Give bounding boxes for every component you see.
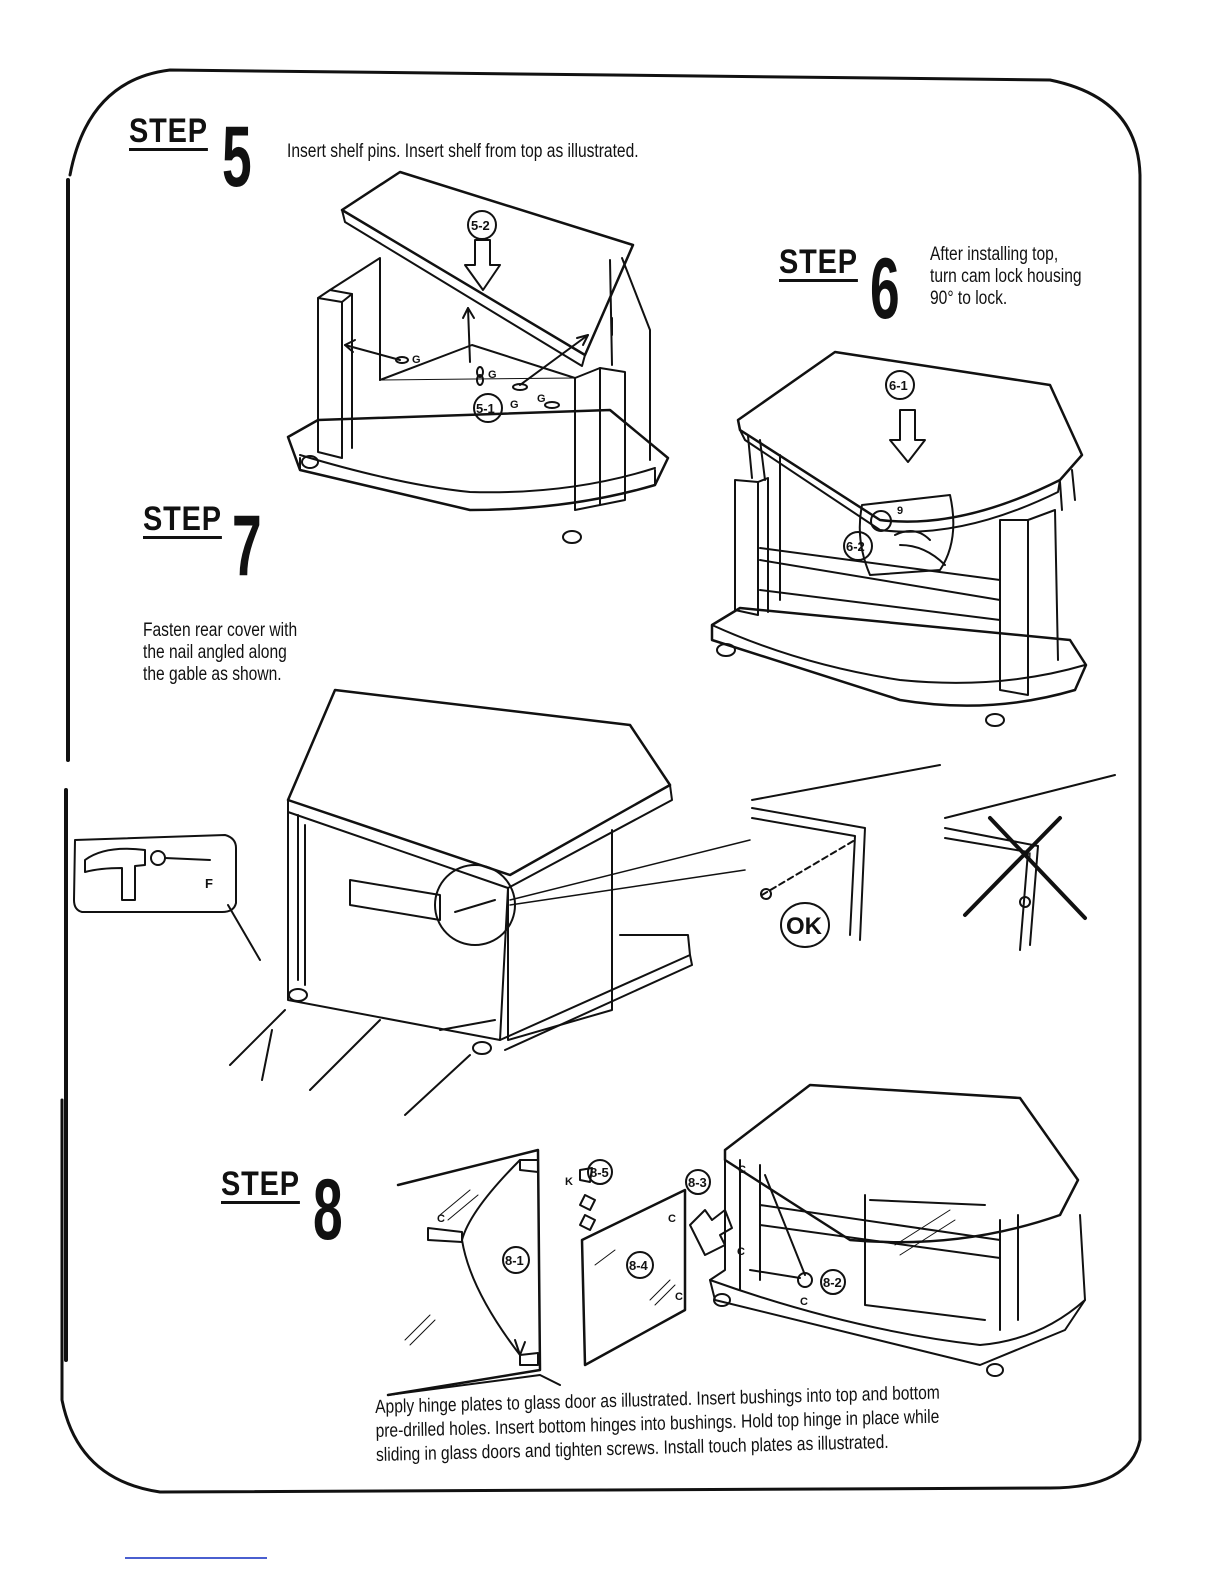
step7-heading: STEP — [143, 500, 222, 538]
label-8-4: 8-4 — [629, 1258, 649, 1273]
label-c-8a: C — [437, 1213, 445, 1225]
step6-number: 6 — [870, 241, 900, 337]
label-k: K — [565, 1176, 573, 1188]
label-excl: ! — [1028, 851, 1032, 863]
label-6-1: 6-1 — [889, 378, 908, 393]
step8-number: 8 — [313, 1162, 343, 1258]
step8-heading: STEP — [221, 1165, 300, 1203]
step8-illustration: 8-1 C 8-4 C C 8-5 K 8-3 8-2 C C C — [386, 1083, 1086, 1397]
step6-line-3: 90° to lock. — [930, 288, 1008, 310]
label-f: F — [205, 876, 213, 891]
step7-line-3: the gable as shown. — [143, 664, 282, 686]
step6-heading: STEP — [779, 243, 858, 281]
label-5-1: 5-1 — [476, 401, 495, 416]
label-8-2: 8-2 — [823, 1275, 842, 1290]
step6-line-2: turn cam lock housing — [930, 266, 1082, 288]
step7-number: 7 — [232, 498, 262, 594]
label-g-2: G — [488, 369, 497, 381]
label-c-8e: C — [737, 1246, 745, 1258]
step5-heading: STEP — [129, 112, 208, 150]
label-8-1: 8-1 — [505, 1253, 524, 1268]
step6-illustration: 6-1 6-2 9 — [710, 350, 1088, 727]
label-8-3: 8-3 — [688, 1175, 707, 1190]
left-edge-mark — [64, 178, 70, 1362]
step7-illustration: F OK ! — [73, 688, 1116, 1116]
page-border — [60, 68, 1142, 1494]
label-c-8d: C — [738, 1164, 746, 1176]
step5-illustration: 5-2 5-1 G G G G — [286, 170, 670, 544]
label-c-8b: C — [668, 1213, 676, 1225]
step7-text: Fasten rear cover with the nail angled a… — [143, 620, 297, 687]
label-5-2: 5-2 — [471, 218, 490, 233]
step5-text: Insert shelf pins. Insert shelf from top… — [287, 141, 639, 162]
ok-label: OK — [786, 913, 823, 940]
step7-line-1: Fasten rear cover with — [143, 620, 298, 641]
step6-text: After installing top, turn cam lock hous… — [930, 244, 1082, 311]
step5-number: 5 — [222, 109, 252, 205]
step7-line-2: the nail angled along — [143, 642, 287, 664]
label-g-1: G — [412, 354, 421, 366]
label-g-4: G — [537, 393, 546, 405]
label-c-8c: C — [675, 1291, 683, 1303]
label-9: 9 — [897, 505, 903, 517]
step8-text: Apply hinge plates to glass door as illu… — [375, 1382, 941, 1468]
step6-line-1: After installing top, — [930, 244, 1059, 265]
label-c-8f: C — [800, 1296, 808, 1308]
label-8-5: 8-5 — [590, 1165, 609, 1180]
bottom-link-underline[interactable] — [125, 1557, 267, 1559]
label-6-2: 6-2 — [846, 539, 865, 554]
label-g-3: G — [510, 399, 519, 411]
